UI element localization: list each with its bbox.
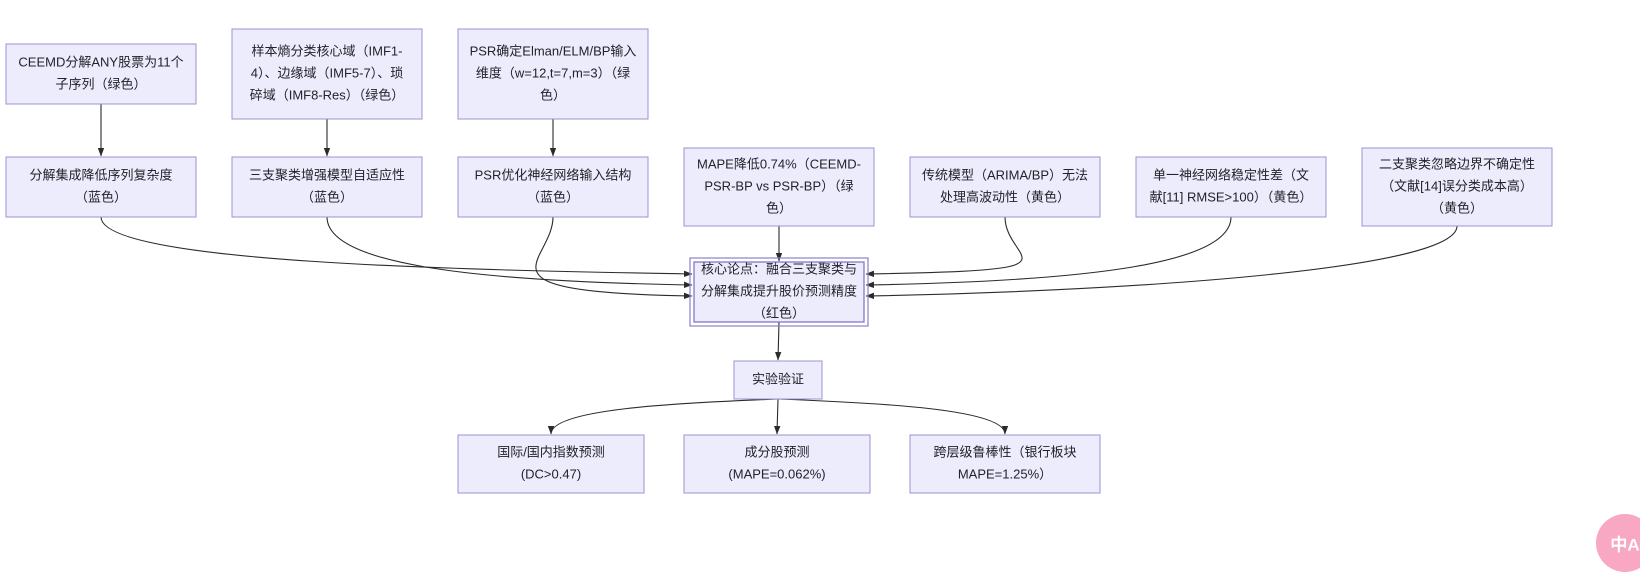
edge-n4-to-core <box>100 216 693 278</box>
node-label-line: 子序列（绿色） <box>55 76 146 91</box>
node-label-line: 分解集成提升股价预测精度 <box>701 283 857 298</box>
node-label-line: PSR优化神经网络输入结构 <box>475 167 632 182</box>
edge-n6-to-core <box>535 216 693 300</box>
edge-n8-to-core <box>865 216 1023 278</box>
node-n7[interactable]: MAPE降低0.74%（CEEMD- PSR-BP vs PSR-BP）（绿色） <box>683 147 875 227</box>
node-label-line: 色） <box>540 87 566 102</box>
node-n6[interactable]: PSR优化神经网络输入结构 （蓝色） <box>457 156 649 218</box>
node-n9[interactable]: 单一神经网络稳定性差（文献[11] RMSE>100）（黄色） <box>1135 156 1327 218</box>
node-label-line: CEEMD分解ANY股票为11个 <box>18 54 183 69</box>
edge-n9-to-core <box>865 216 1232 289</box>
node-label-line: 处理高波动性（黄色） <box>940 189 1070 204</box>
node-label-line: (DC>0.47) <box>521 466 581 481</box>
node-n4[interactable]: 分解集成降低序列复杂度 （蓝色） <box>5 156 197 218</box>
node-label-line: 国际/国内指数预测 <box>497 444 605 459</box>
node-label-line: 献[11] RMSE>100）（黄色） <box>1150 189 1313 204</box>
node-label-line: 4）、边缘域（IMF5-7）、琐 <box>251 65 403 80</box>
node-label-line: MAPE降低0.74%（CEEMD- <box>697 156 861 171</box>
core-node-outer-border <box>689 257 869 327</box>
node-box <box>231 156 423 218</box>
node-box <box>693 261 865 323</box>
node-label-line: 碎域（IMF8-Res）（绿色） <box>250 87 405 102</box>
node-n10[interactable]: 二支聚类忽略边界不确定性 （文献[14]误分类成本高） （黄色） <box>1361 147 1553 227</box>
node-label-line: (MAPE=0.062%) <box>728 466 825 481</box>
node-label-line: 实验验证 <box>752 371 804 386</box>
watermark-badge: 中A <box>1596 514 1640 572</box>
node-label-line: （红色） <box>753 305 805 320</box>
node-box <box>1361 147 1553 227</box>
node-box <box>5 43 197 105</box>
node-label-line: 样本熵分类核心域（IMF1- <box>252 43 403 58</box>
node-label-line: PSR确定Elman/ELM/BP输入 <box>470 43 637 58</box>
node-label-line: （蓝色） <box>301 189 353 204</box>
node-label-line: 跨层级鲁棒性（银行板块 <box>933 444 1076 459</box>
node-box <box>909 156 1101 218</box>
node-label-line: 核心论点：融合三支聚类与 <box>701 261 857 276</box>
node-n5[interactable]: 三支聚类增强模型自适应性 （蓝色） <box>231 156 423 218</box>
edge-exp-to-r1 <box>547 398 779 435</box>
edge-core-to-exp <box>775 321 782 361</box>
node-box <box>733 360 823 400</box>
node-label-line: （蓝色） <box>527 189 579 204</box>
edge-exp-to-r2 <box>774 398 781 435</box>
node-n2[interactable]: 样本熵分类核心域（IMF1- 4）、边缘域（IMF5-7）、琐碎域（IMF8-Re… <box>231 28 423 120</box>
node-label-line: 单一神经网络稳定性差（文 <box>1153 167 1309 182</box>
node-r1[interactable]: 国际/国内指数预测 (DC>0.47) <box>457 434 645 494</box>
node-label-line: 维度（w=12,t=7,m=3）（绿 <box>476 65 630 80</box>
node-label-line: 三支聚类增强模型自适应性 <box>249 167 405 182</box>
node-box <box>1135 156 1327 218</box>
node-label-line: 色） <box>766 200 792 215</box>
node-box <box>909 434 1101 494</box>
node-box <box>457 28 649 120</box>
edge-n10-to-core <box>865 225 1458 300</box>
node-label-line: （文献[14]误分类成本高） <box>1381 178 1533 193</box>
edge-exp-to-r3 <box>777 398 1009 435</box>
node-box <box>457 434 645 494</box>
watermark-label: 中A <box>1610 535 1640 555</box>
node-box <box>683 147 875 227</box>
node-label-line: 分解集成降低序列复杂度 <box>29 167 172 182</box>
node-box <box>683 434 871 494</box>
node-label-line: MAPE=1.25%） <box>958 466 1052 481</box>
node-label-line: PSR-BP vs PSR-BP）（绿 <box>704 178 853 193</box>
node-box <box>5 156 197 218</box>
node-exp[interactable]: 实验验证 <box>733 360 823 400</box>
node-label-line: 二支聚类忽略边界不确定性 <box>1379 156 1535 171</box>
node-r2[interactable]: 成分股预测 (MAPE=0.062%) <box>683 434 871 494</box>
node-box <box>231 28 423 120</box>
edge-n5-to-core <box>326 216 693 289</box>
node-label-line: （黄色） <box>1431 200 1483 215</box>
node-r3[interactable]: 跨层级鲁棒性（银行板块 MAPE=1.25%） <box>909 434 1101 494</box>
node-label-line: 传统模型（ARIMA/BP）无法 <box>922 167 1088 182</box>
node-label-line: 成分股预测 <box>744 444 809 459</box>
node-box <box>457 156 649 218</box>
node-label-line: （蓝色） <box>75 189 127 204</box>
edge-layer <box>97 104 1458 435</box>
